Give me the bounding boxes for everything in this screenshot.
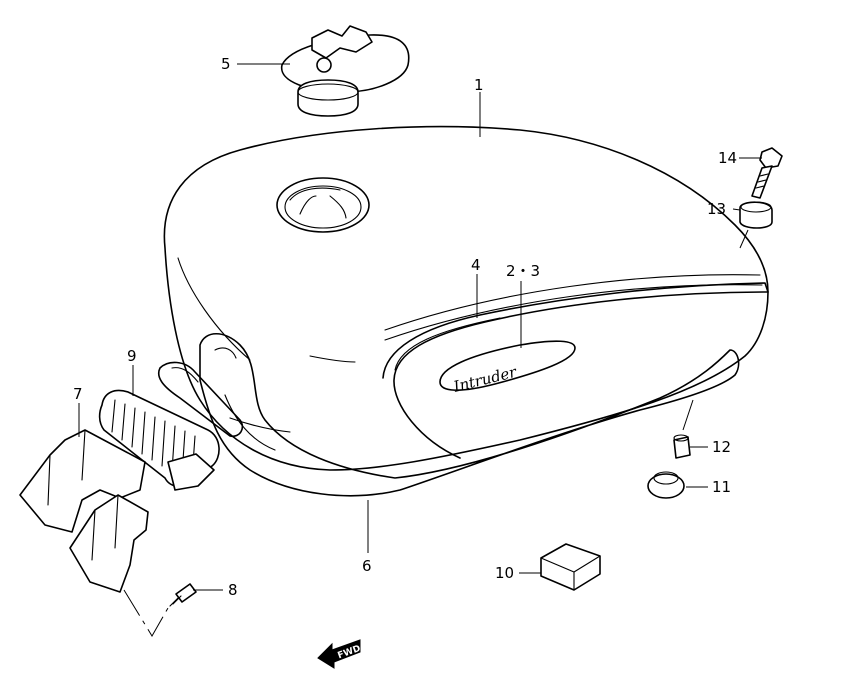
callout-7: 7 <box>73 385 83 403</box>
collar <box>673 434 691 459</box>
screw <box>169 583 197 607</box>
washer <box>739 201 773 229</box>
callout-1: 1 <box>474 76 484 94</box>
leader-lines <box>78 63 762 637</box>
callouts: 1 5 4 2・3 9 7 6 8 10 11 12 13 14 <box>73 55 737 599</box>
callout-2-3: 2・3 <box>506 262 540 280</box>
rubber-cushion <box>98 389 220 491</box>
filler-opening <box>276 177 370 233</box>
mounting-strap-loop <box>158 361 244 438</box>
callout-8: 8 <box>228 581 238 599</box>
cushion-pad <box>540 543 601 591</box>
callout-12: 12 <box>712 438 731 456</box>
tank-emblem: Intruder <box>439 340 576 396</box>
bolt <box>751 147 783 199</box>
callout-4: 4 <box>471 256 481 274</box>
tank-side-panel <box>382 282 769 459</box>
fwd-label: FWD <box>336 644 362 661</box>
callout-6: 6 <box>362 557 372 575</box>
callout-13: 13 <box>707 200 726 218</box>
fuel-cap <box>281 25 410 117</box>
fuel-tank <box>163 125 769 471</box>
forward-arrow-icon: FWD <box>317 639 362 669</box>
callout-9: 9 <box>127 347 137 365</box>
tank-lower-trim <box>199 332 740 497</box>
callout-11: 11 <box>712 478 731 496</box>
rear-cushion <box>647 471 685 499</box>
mounting-bracket <box>19 429 149 593</box>
callout-10: 10 <box>495 564 514 582</box>
callout-5: 5 <box>221 55 231 73</box>
callout-14: 14 <box>718 149 737 167</box>
